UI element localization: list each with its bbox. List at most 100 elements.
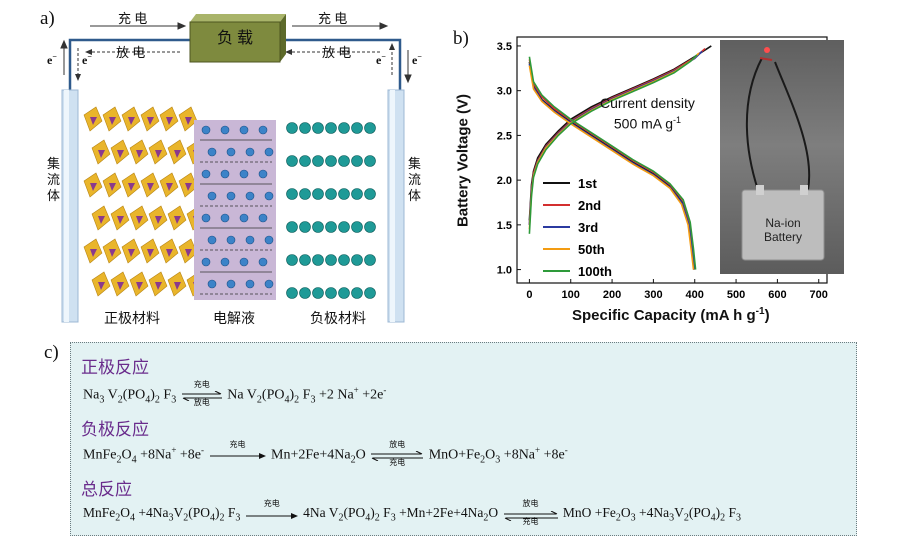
electrolyte-ions xyxy=(200,125,274,295)
sodium-ion xyxy=(226,147,236,157)
cathode-ion xyxy=(155,282,162,290)
y-tick-label: 2.0 xyxy=(497,175,512,187)
sodium-ion xyxy=(226,235,236,245)
load-box xyxy=(189,14,286,63)
anode-atom xyxy=(286,221,298,233)
cathode-ion xyxy=(109,183,116,191)
collector-label-left: 集流体 xyxy=(47,156,61,203)
anode-atom xyxy=(312,287,324,299)
sodium-ion xyxy=(201,125,211,135)
anode-atom xyxy=(312,221,324,233)
cathode-ion xyxy=(166,249,173,257)
cathode-structure xyxy=(83,106,206,297)
sodium-ion xyxy=(226,191,236,201)
cathode-ion xyxy=(109,117,116,125)
x-tick-label: 500 xyxy=(727,289,745,301)
cathode-ion xyxy=(109,249,116,257)
cathode-reaction-title: 正极反应 xyxy=(81,358,149,378)
sodium-ion xyxy=(201,213,211,223)
panel-a-label: a) xyxy=(40,8,55,29)
sodium-ion xyxy=(220,169,230,179)
photo-label: Na-ion Battery xyxy=(763,216,802,244)
current-density-annotation: Current density 500 mA g-1 xyxy=(600,95,695,132)
anode-atom xyxy=(286,287,298,299)
anode-atom xyxy=(351,155,363,167)
sodium-ion xyxy=(245,279,255,289)
anode-atom xyxy=(325,155,337,167)
anode-atom xyxy=(364,287,376,299)
cathode-equation: Na3 V2(PO4)2 F3 充电 放电 Na V2(PO4)2 F3 +2 … xyxy=(83,380,387,408)
cathode-ion xyxy=(136,150,143,158)
anode-atom xyxy=(338,287,350,299)
sodium-ion xyxy=(207,147,217,157)
sodium-ion xyxy=(258,125,268,135)
cathode-ion xyxy=(90,183,97,191)
anode-atom xyxy=(299,122,311,134)
cathode-ion xyxy=(147,249,154,257)
cathode-ion xyxy=(185,249,192,257)
y-tick-label: 2.5 xyxy=(497,130,512,142)
anode-equation: MnFe2O4 +8Na+ +8e- 充电 Mn+2Fe+4Na2O 放电 充电… xyxy=(83,440,568,468)
collector-label-right: 集流体 xyxy=(408,156,422,203)
sodium-ion xyxy=(258,213,268,223)
anode-atom xyxy=(338,254,350,266)
discharge-label-right: 放 电 xyxy=(322,45,352,60)
cathode-caption: 正极材料 xyxy=(104,312,160,327)
sodium-ion xyxy=(245,191,255,201)
series-line-50th-discharge xyxy=(528,65,695,270)
y-tick-label: 1.0 xyxy=(497,265,512,277)
anode-atom xyxy=(325,254,337,266)
x-tick-label: 200 xyxy=(603,289,621,301)
anode-atom xyxy=(312,122,324,134)
y-tick-label: 3.5 xyxy=(497,41,512,53)
cathode-ion xyxy=(136,216,143,224)
x-tick-label: 300 xyxy=(644,289,662,301)
cathode-ion xyxy=(185,183,192,191)
anode-atom xyxy=(338,188,350,200)
cathode-ion xyxy=(174,282,181,290)
sodium-ion xyxy=(264,191,274,201)
y-tick-label: 1.5 xyxy=(497,220,512,232)
anode-atom xyxy=(364,254,376,266)
anode-atom xyxy=(325,188,337,200)
anode-atom xyxy=(325,287,337,299)
sodium-ion xyxy=(207,235,217,245)
anode-atom xyxy=(325,122,337,134)
sodium-ion xyxy=(264,279,274,289)
legend-label-2nd: 2nd xyxy=(578,198,601,213)
x-tick-label: 0 xyxy=(526,289,532,301)
sodium-ion xyxy=(239,169,249,179)
cathode-ion xyxy=(147,117,154,125)
anode-atom xyxy=(299,254,311,266)
panel-c-label: c) xyxy=(44,342,59,363)
sodium-ion xyxy=(220,125,230,135)
cathode-ion xyxy=(117,150,124,158)
electron-label-left-inner: e− xyxy=(82,52,92,67)
load-label: 负 载 xyxy=(216,30,253,47)
charge-label-left: 充 电 xyxy=(118,11,148,26)
cathode-ion xyxy=(136,282,143,290)
electrolyte-region xyxy=(194,120,276,300)
anode-atom xyxy=(351,122,363,134)
sodium-ion xyxy=(258,169,268,179)
x-tick-label: 700 xyxy=(810,289,828,301)
legend-label-3rd: 3rd xyxy=(578,220,598,235)
anode-reaction-title: 负极反应 xyxy=(81,420,149,440)
electron-label-right-inner: e− xyxy=(376,52,386,67)
cathode-ion xyxy=(98,150,105,158)
anode-atom xyxy=(351,188,363,200)
cathode-ion xyxy=(90,117,97,125)
legend-label-100th: 100th xyxy=(578,264,612,279)
discharge-label-left: 放 电 xyxy=(116,45,146,60)
cathode-ion xyxy=(117,282,124,290)
anode-atom xyxy=(312,155,324,167)
total-reaction-title: 总反应 xyxy=(81,480,132,500)
y-axis-label: Battery Voltage (V) xyxy=(454,93,472,228)
electrolyte-caption: 电解液 xyxy=(213,312,255,327)
cathode-ion xyxy=(117,216,124,224)
right-wire xyxy=(280,38,402,92)
cathode-ion xyxy=(98,216,105,224)
anode-atom xyxy=(312,254,324,266)
cathode-ion xyxy=(174,216,181,224)
